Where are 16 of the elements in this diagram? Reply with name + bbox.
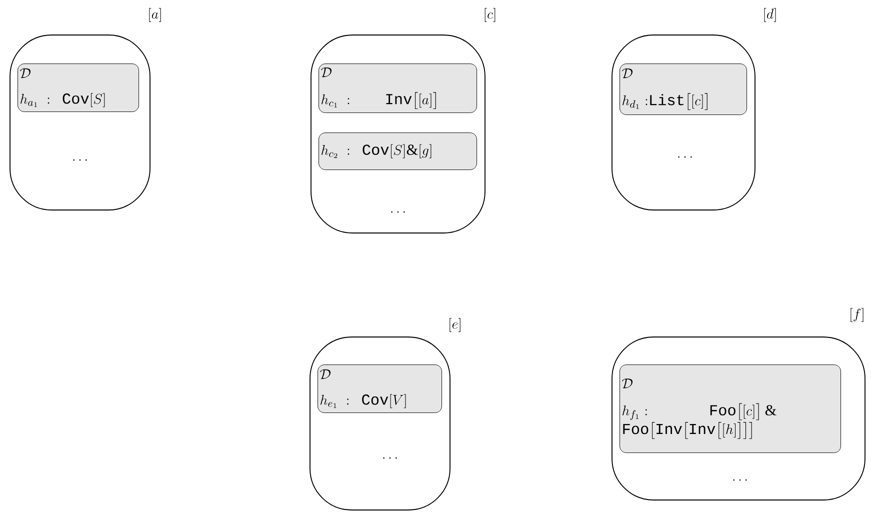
field-box: $\mathcal{D}$ $h_{d_1}\ {:}\texttt{List}\big[[c]\big]$ xyxy=(620,64,747,115)
field-box: $\mathcal{D}$ $h_{a_1}\ :\ \ \texttt{Cov}[S]$ xyxy=(18,64,140,112)
ellipsis: $\ldots$ xyxy=(678,156,692,158)
ellipsis: $\ldots$ xyxy=(391,211,405,213)
field-box: $\mathcal{D}$ $h_{e_1}\ :\ \ \texttt{Cov}[V]$ xyxy=(318,364,442,413)
ellipsis: $\ldots$ xyxy=(733,479,747,481)
field-box: $h_{c_2}\ :\ \ \texttt{Cov}[S]\&[g]$ xyxy=(318,132,477,170)
ellipsis: $\ldots$ xyxy=(383,457,397,459)
ellipsis: $\ldots$ xyxy=(73,159,87,161)
field-box: $\mathcal{D}$ $h_{f_1}\ {:}\qquad\qquad \texttt{Foo}\big[[c]\big]\mathbin{\&} \texttt{Foo}\big[\texttt{Inv}\big[\texttt{Inv}\big[[h]\big]\big]\big]$ xyxy=(620,364,841,453)
tag-label: $[e]$ xyxy=(450,318,460,332)
tag-label: $[c]$ xyxy=(484,8,496,22)
tag-label: $[a]$ xyxy=(149,8,161,22)
tag-label: $[d]$ xyxy=(764,8,776,22)
tag-label: $[f]$ xyxy=(850,308,864,322)
field-box: $\mathcal{D}$ $h_{c_1}\ :\qquad \texttt{Inv}\big[[a]\big]$ xyxy=(318,64,477,113)
